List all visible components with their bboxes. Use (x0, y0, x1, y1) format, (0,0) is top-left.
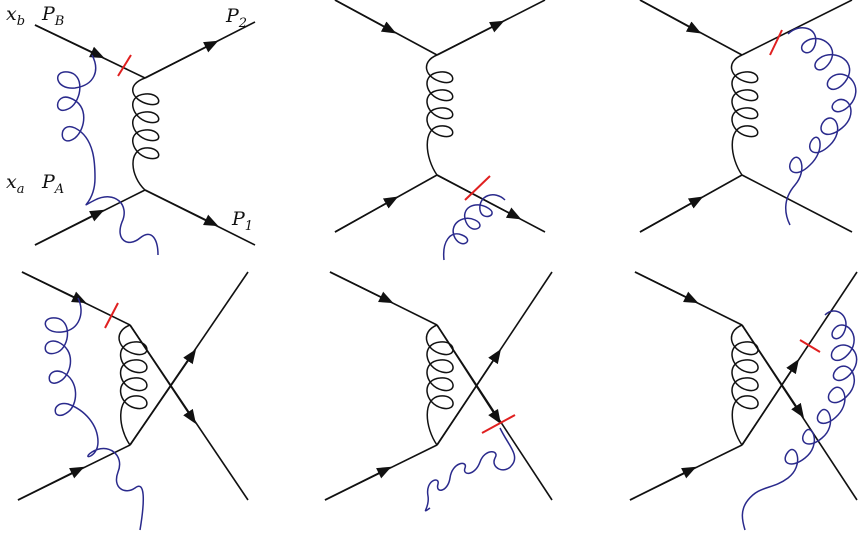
label-PB: PB (41, 3, 64, 29)
arrow-in-bottom (629, 466, 697, 501)
cut-mark (117, 54, 132, 77)
cut-mark (104, 302, 119, 329)
quark-line-out-top (741, 0, 853, 56)
virtual-gluon (132, 77, 160, 191)
diagram-r1c2 (334, 0, 546, 261)
label-PA: PA (41, 171, 64, 197)
diagram-r2c3 (629, 271, 858, 531)
arrow-in-bottom (17, 466, 85, 501)
arrow-out-top (144, 40, 219, 79)
virtual-gluon (730, 54, 759, 176)
arrow-out-bottom (144, 189, 219, 227)
arrow-in-top (34, 24, 105, 59)
virtual-gluon (730, 324, 759, 446)
label-xb: xb (6, 3, 25, 29)
arrow-in-bottom (639, 196, 704, 233)
label-P2: P2 (225, 5, 247, 31)
diagram-r1c1: xb PB xa PA P2 P1 (6, 3, 256, 256)
arrow-out-bottom (436, 174, 522, 220)
arrow-in-bottom (324, 466, 392, 501)
quark-line-out-bottom (741, 174, 853, 233)
emitted-gluon (56, 54, 159, 256)
arrow-in-top (334, 0, 397, 34)
arrow-cross-up (741, 358, 799, 446)
arrow-out-top (436, 20, 505, 56)
emitted-gluon (741, 310, 858, 531)
virtual-gluon (425, 54, 454, 176)
cut-mark (769, 29, 783, 56)
arrow-cross-up (129, 349, 197, 446)
arrow-in-bottom (34, 209, 105, 246)
cut-mark (799, 339, 821, 353)
label-xa: xa (6, 171, 24, 197)
arrow-cross-down (129, 324, 196, 424)
cut-mark (481, 414, 516, 434)
arrow-in-top (21, 271, 87, 304)
arrow-cross-up (436, 349, 501, 446)
arrow-in-top (639, 0, 702, 34)
diagram-r2c2 (324, 271, 553, 512)
arrow-cross-down (436, 324, 501, 425)
cut-mark (464, 175, 491, 201)
arrow-in-top (634, 271, 699, 304)
emitted-gluon (44, 297, 145, 531)
emitted-gluon (424, 427, 516, 512)
arrow-cross-down (741, 324, 804, 418)
virtual-gluon (425, 324, 454, 446)
emitted-gluon (785, 26, 857, 226)
virtual-gluon (118, 324, 148, 446)
arrow-in-top (329, 271, 394, 304)
emitted-gluon (442, 194, 506, 261)
diagram-r1c3 (639, 0, 857, 233)
label-P1: P1 (231, 208, 253, 234)
diagram-r2c1 (17, 271, 249, 531)
arrow-in-bottom (334, 196, 399, 233)
